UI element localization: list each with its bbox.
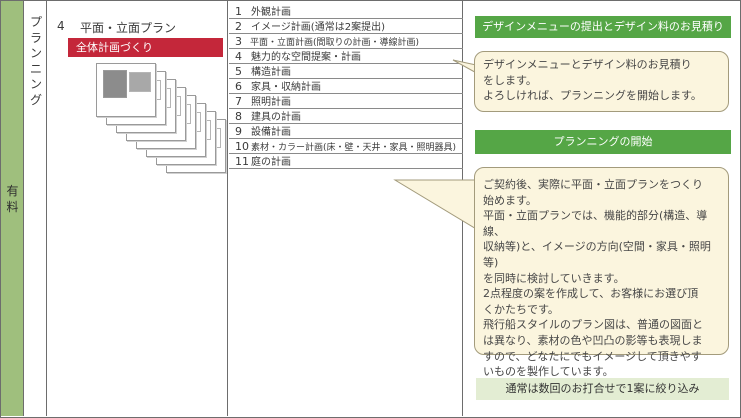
step-number: 4 [57,19,65,33]
step-item-column: 4 平面・立面プラン 全体計画づくり [48,1,228,416]
estimate-speech-bubble: デザインメニューとデザイン料のお見積り をします。 よろしければ、プランニングを… [474,51,729,112]
planning-speech-bubble: ご契約後、実際に平面・立面プランをつくり 始めます。 平面・立面プランでは、機能… [474,167,729,378]
step-tag: 全体計画づくり [68,38,223,57]
planning-start-heading: プランニングの開始 [475,130,731,154]
paid-column: 有 料 [1,1,24,416]
paid-label: 有 料 [6,184,19,214]
estimate-heading: デザインメニューの提出とデザイン料のお見積り [475,16,731,38]
process-flow-column: デザインメニューの提出とデザイン料のお見積り プランニングの開始 通常は数回のお… [464,1,740,416]
step-title: 平面・立面プラン [80,21,177,35]
planning-label: プ ラ ン ニ ン グ [29,15,42,107]
narrow-down-note: 通常は数回のお打合せで1案に絞り込み [476,378,729,400]
plan-sheet [96,63,156,117]
plan-drawings-image [48,61,228,191]
planning-column: プ ラ ン ニ ン グ [25,1,47,416]
